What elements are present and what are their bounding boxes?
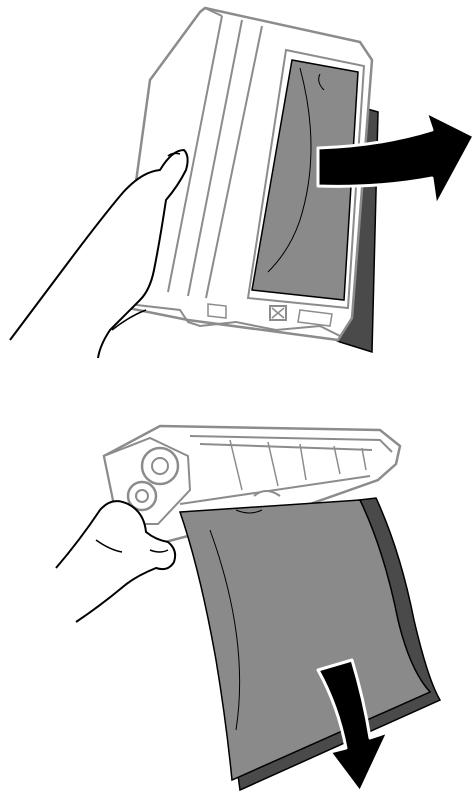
step-2-svg — [0, 400, 475, 795]
step-1-illustration — [0, 0, 475, 370]
step-2-illustration — [0, 400, 475, 795]
step-1-svg — [0, 0, 475, 370]
